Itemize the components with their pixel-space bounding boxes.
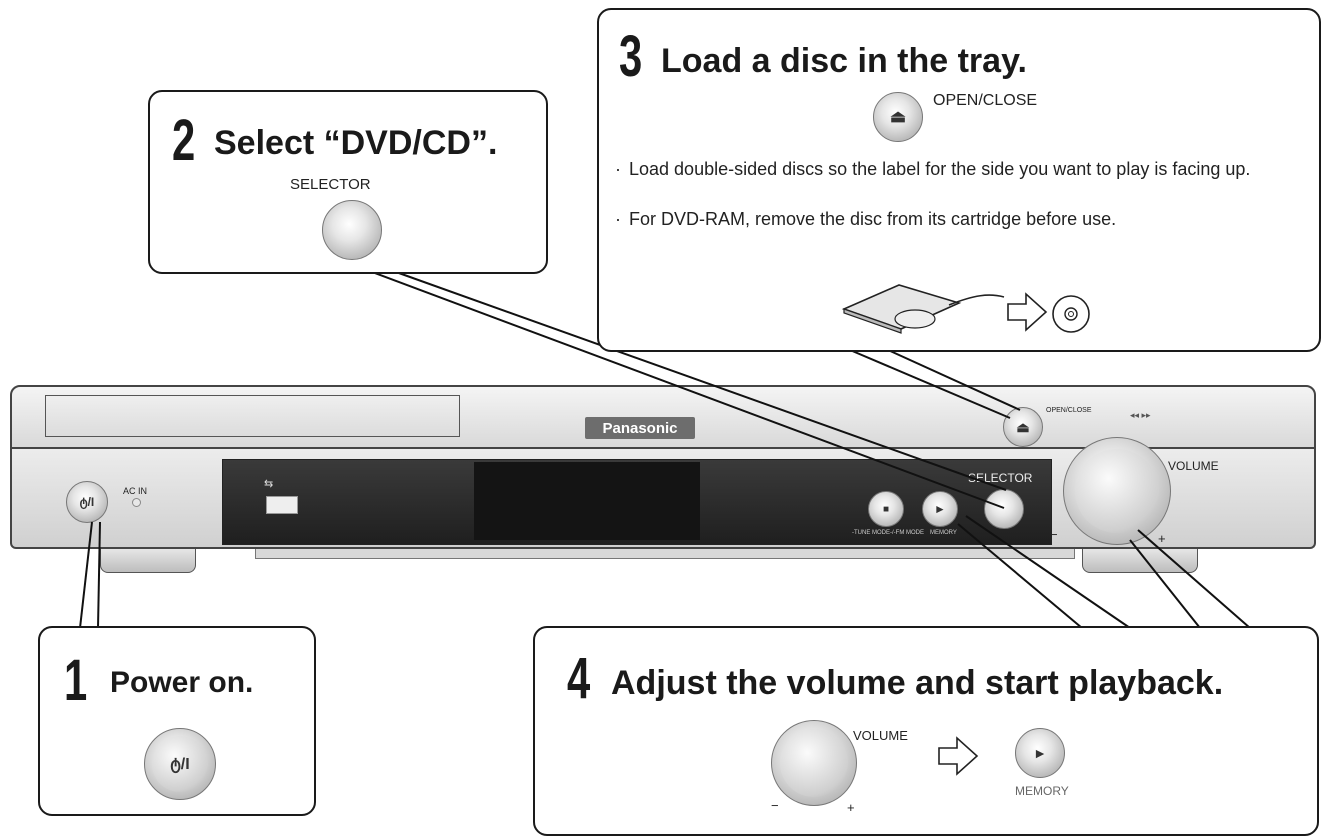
play-icon: ► [934, 502, 946, 516]
step-3-button-caption: OPEN/CLOSE [933, 92, 1038, 109]
play-button-callout[interactable]: ► [1015, 728, 1065, 778]
step-4-title: Adjust the volume and start playback. [611, 664, 1224, 702]
ac-in-indicator [132, 498, 141, 507]
step-2-button-caption: SELECTOR [290, 176, 371, 193]
step-3-bullet-2: ·For DVD-RAM, remove the disc from its c… [615, 209, 1117, 229]
power-button-callout[interactable]: ტ/I [144, 728, 216, 800]
callout-step-4: 4 Adjust the volume and start playback. … [533, 626, 1319, 836]
step-1-title: Power on. [110, 666, 254, 699]
step-2-title: Select “DVD/CD”. [214, 124, 498, 162]
step-4-volume-minus: − [771, 798, 779, 813]
arrow-right-icon [1007, 292, 1048, 332]
step-2-number: 2 [172, 108, 196, 173]
step-4-volume-plus: + [847, 800, 855, 815]
brand-logo: Panasonic [585, 417, 695, 439]
callout-step-1: 1 Power on. ტ/I [38, 626, 316, 816]
ac-in-label: AC IN [123, 486, 148, 496]
volume-label-device: VOLUME [1168, 459, 1219, 473]
device-foot-left [100, 549, 196, 573]
step-1-number: 1 [64, 648, 88, 713]
volume-knob-callout[interactable] [771, 720, 857, 806]
volume-minus-device: − [1050, 527, 1058, 542]
cartridge-icon [841, 284, 1005, 334]
open-close-button-device[interactable]: ⏏ [1003, 407, 1043, 447]
volume-plus-device: + [1158, 531, 1166, 546]
step-4-volume-caption: VOLUME [853, 728, 908, 743]
play-caption-device: MEMORY [930, 530, 957, 536]
selector-button-callout[interactable] [322, 200, 382, 260]
disc-tray-slot [45, 395, 460, 437]
display-screen [474, 462, 700, 540]
arrow-right-icon [938, 736, 979, 776]
callout-step-2: 2 Select “DVD/CD”. SELECTOR [148, 90, 548, 274]
usb-icon: ⇆ [264, 478, 274, 490]
skip-buttons-area: ◂◂ ▸▸ [1130, 410, 1151, 420]
volume-knob-device[interactable] [1063, 437, 1171, 545]
open-close-label-device: OPEN/CLOSE [1046, 407, 1092, 414]
usb-port [266, 496, 298, 514]
power-icon: ტ/I [170, 756, 190, 773]
play-button-device[interactable]: ► [922, 491, 958, 527]
power-icon: ტ/I [79, 495, 95, 509]
step-4-number: 4 [567, 646, 591, 711]
step-3-number: 3 [619, 24, 643, 89]
step-3-bullet-1: ·Load double-sided discs so the label fo… [615, 159, 1251, 179]
eject-icon: ⏏ [889, 107, 907, 126]
step-3-title: Load a disc in the tray. [661, 42, 1027, 80]
stop-icon: ■ [882, 503, 890, 515]
disc-icon [1052, 295, 1090, 333]
callout-step-3: 3 Load a disc in the tray. ⏏ OPEN/CLOSE … [597, 8, 1321, 352]
device-illustration: Panasonic ⏏ OPEN/CLOSE ◂◂ ▸▸ ტ/I AC IN ⇆… [0, 385, 1326, 585]
open-close-button-callout[interactable]: ⏏ [873, 92, 923, 142]
play-icon: ► [1033, 745, 1047, 761]
power-button-device[interactable]: ტ/I [66, 481, 108, 523]
stop-caption: -TUNE MODE-/-FM MODE [852, 530, 924, 536]
eject-icon: ⏏ [1016, 418, 1030, 435]
stop-button-device[interactable]: ■ [868, 491, 904, 527]
device-base-strip [255, 549, 1075, 559]
step-4-play-caption: MEMORY [1015, 784, 1069, 798]
